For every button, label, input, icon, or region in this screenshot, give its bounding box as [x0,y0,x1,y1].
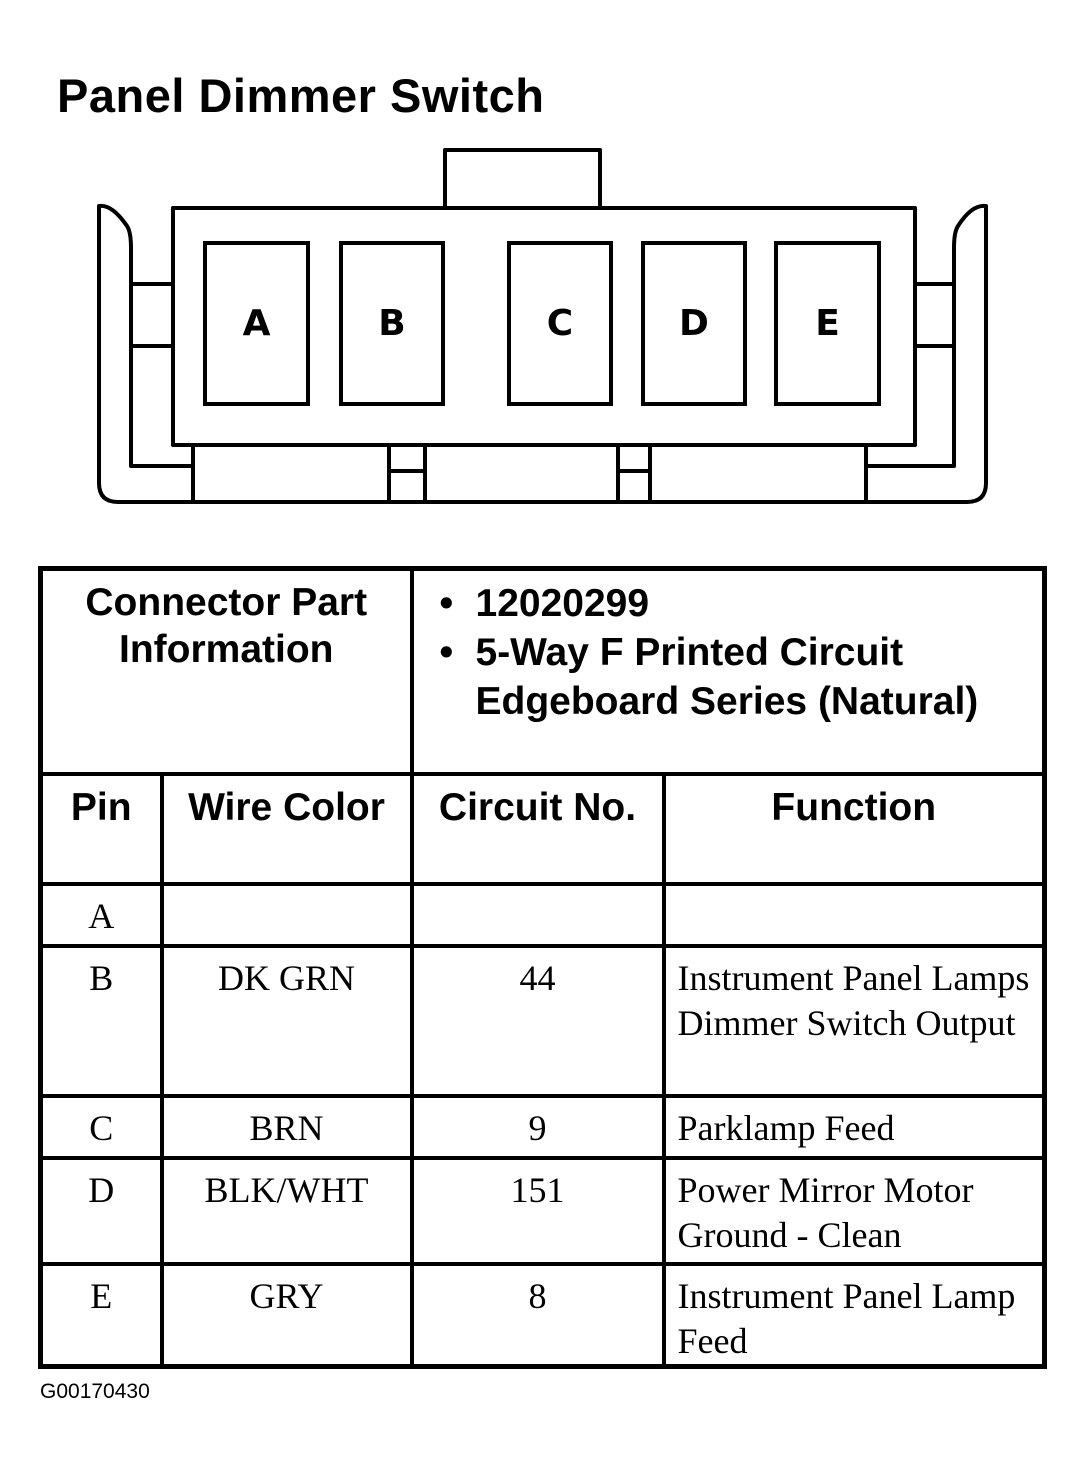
connector-locking-tab [443,148,602,210]
function-cell: Power Mirror Motor Ground - Clean [661,1155,1047,1266]
circuit-cell [409,881,666,948]
pin-label-b: B [378,303,405,344]
function-cell: Instrument Panel Lamp Feed [661,1261,1047,1369]
figure-id: G00170430 [40,1380,150,1403]
part-info-item: • 5-Way F Printed Circuit Edgeboard Serie… [440,628,1043,726]
pin-label-e: E [815,303,840,344]
wire-color-cell: GRY [159,1261,414,1369]
pin-cavity-b [339,241,445,406]
part-info-text: 12020299 [475,582,650,625]
pin-cavity-d [641,241,747,406]
circuit-cell: 44 [409,943,666,1098]
connector-face-diagram: A B C D E [97,148,988,504]
pinout-table: Connector Part Information • 12020299 • 5-W… [38,566,1047,1369]
part-info-values: • 12020299 • 5-Way F Printed Circuit Edgebo… [409,566,1047,776]
header-circuit-no: Circuit No. [409,771,666,886]
pin-label-a: A [243,303,271,344]
header-wire-color: Wire Color [159,771,414,886]
column-header-row: Pin Wire Color Circuit No. Function [38,771,1047,886]
connector-bottom-skirt [191,445,868,504]
circuit-cell: 8 [409,1261,666,1369]
wire-color-cell: BLK/WHT [159,1155,414,1266]
part-info-item: • 12020299 [440,579,1043,628]
connector-right-shroud [866,203,988,504]
pin-cell: C [38,1093,164,1160]
table-row: C BRN 9 Parklamp Feed [38,1093,1047,1160]
connector-key-left [387,443,427,504]
part-info-row: Connector Part Information • 12020299 • 5-W… [38,566,1047,776]
connector-left-shroud [97,203,193,504]
bullet-icon: • [439,631,454,674]
wire-color-cell: DK GRN [159,943,414,1098]
header-function: Function [661,771,1047,886]
pin-cavity-e [774,241,881,406]
pin-label-d: D [679,303,709,344]
pin-cavity-c [507,241,613,406]
bullet-icon: • [439,582,454,625]
part-info-text: 5-Way F Printed Circuit Edgeboard Series… [475,631,979,723]
connector-right-latch [913,282,956,348]
connector-key-right [616,443,652,504]
pin-cell: D [38,1155,164,1266]
pin-cell: A [38,881,164,948]
circuit-cell: 9 [409,1093,666,1160]
part-info-label: Connector Part Information [38,566,414,776]
header-pin: Pin [38,771,164,886]
connector-left-latch [129,282,175,348]
function-cell: Parklamp Feed [661,1093,1047,1160]
table-row: A [38,881,1047,948]
pin-cell: B [38,943,164,1098]
pin-cell: E [38,1261,164,1369]
function-cell: Instrument Panel Lamps Dimmer Switch Out… [661,943,1047,1098]
table-row: B DK GRN 44 Instrument Panel Lamps Dimme… [38,943,1047,1098]
wire-color-cell [159,881,414,948]
table-row: E GRY 8 Instrument Panel Lamp Feed [38,1261,1047,1369]
pin-cavity-a [203,241,310,406]
diagram-title: Panel Dimmer Switch [57,69,545,122]
table-row: D BLK/WHT 151 Power Mirror Motor Ground … [38,1155,1047,1266]
part-info-list: • 12020299 • 5-Way F Printed Circuit Edgebo… [414,571,1043,726]
circuit-cell: 151 [409,1155,666,1266]
function-cell [661,881,1047,948]
wire-color-cell: BRN [159,1093,414,1160]
pin-label-c: C [547,303,573,344]
